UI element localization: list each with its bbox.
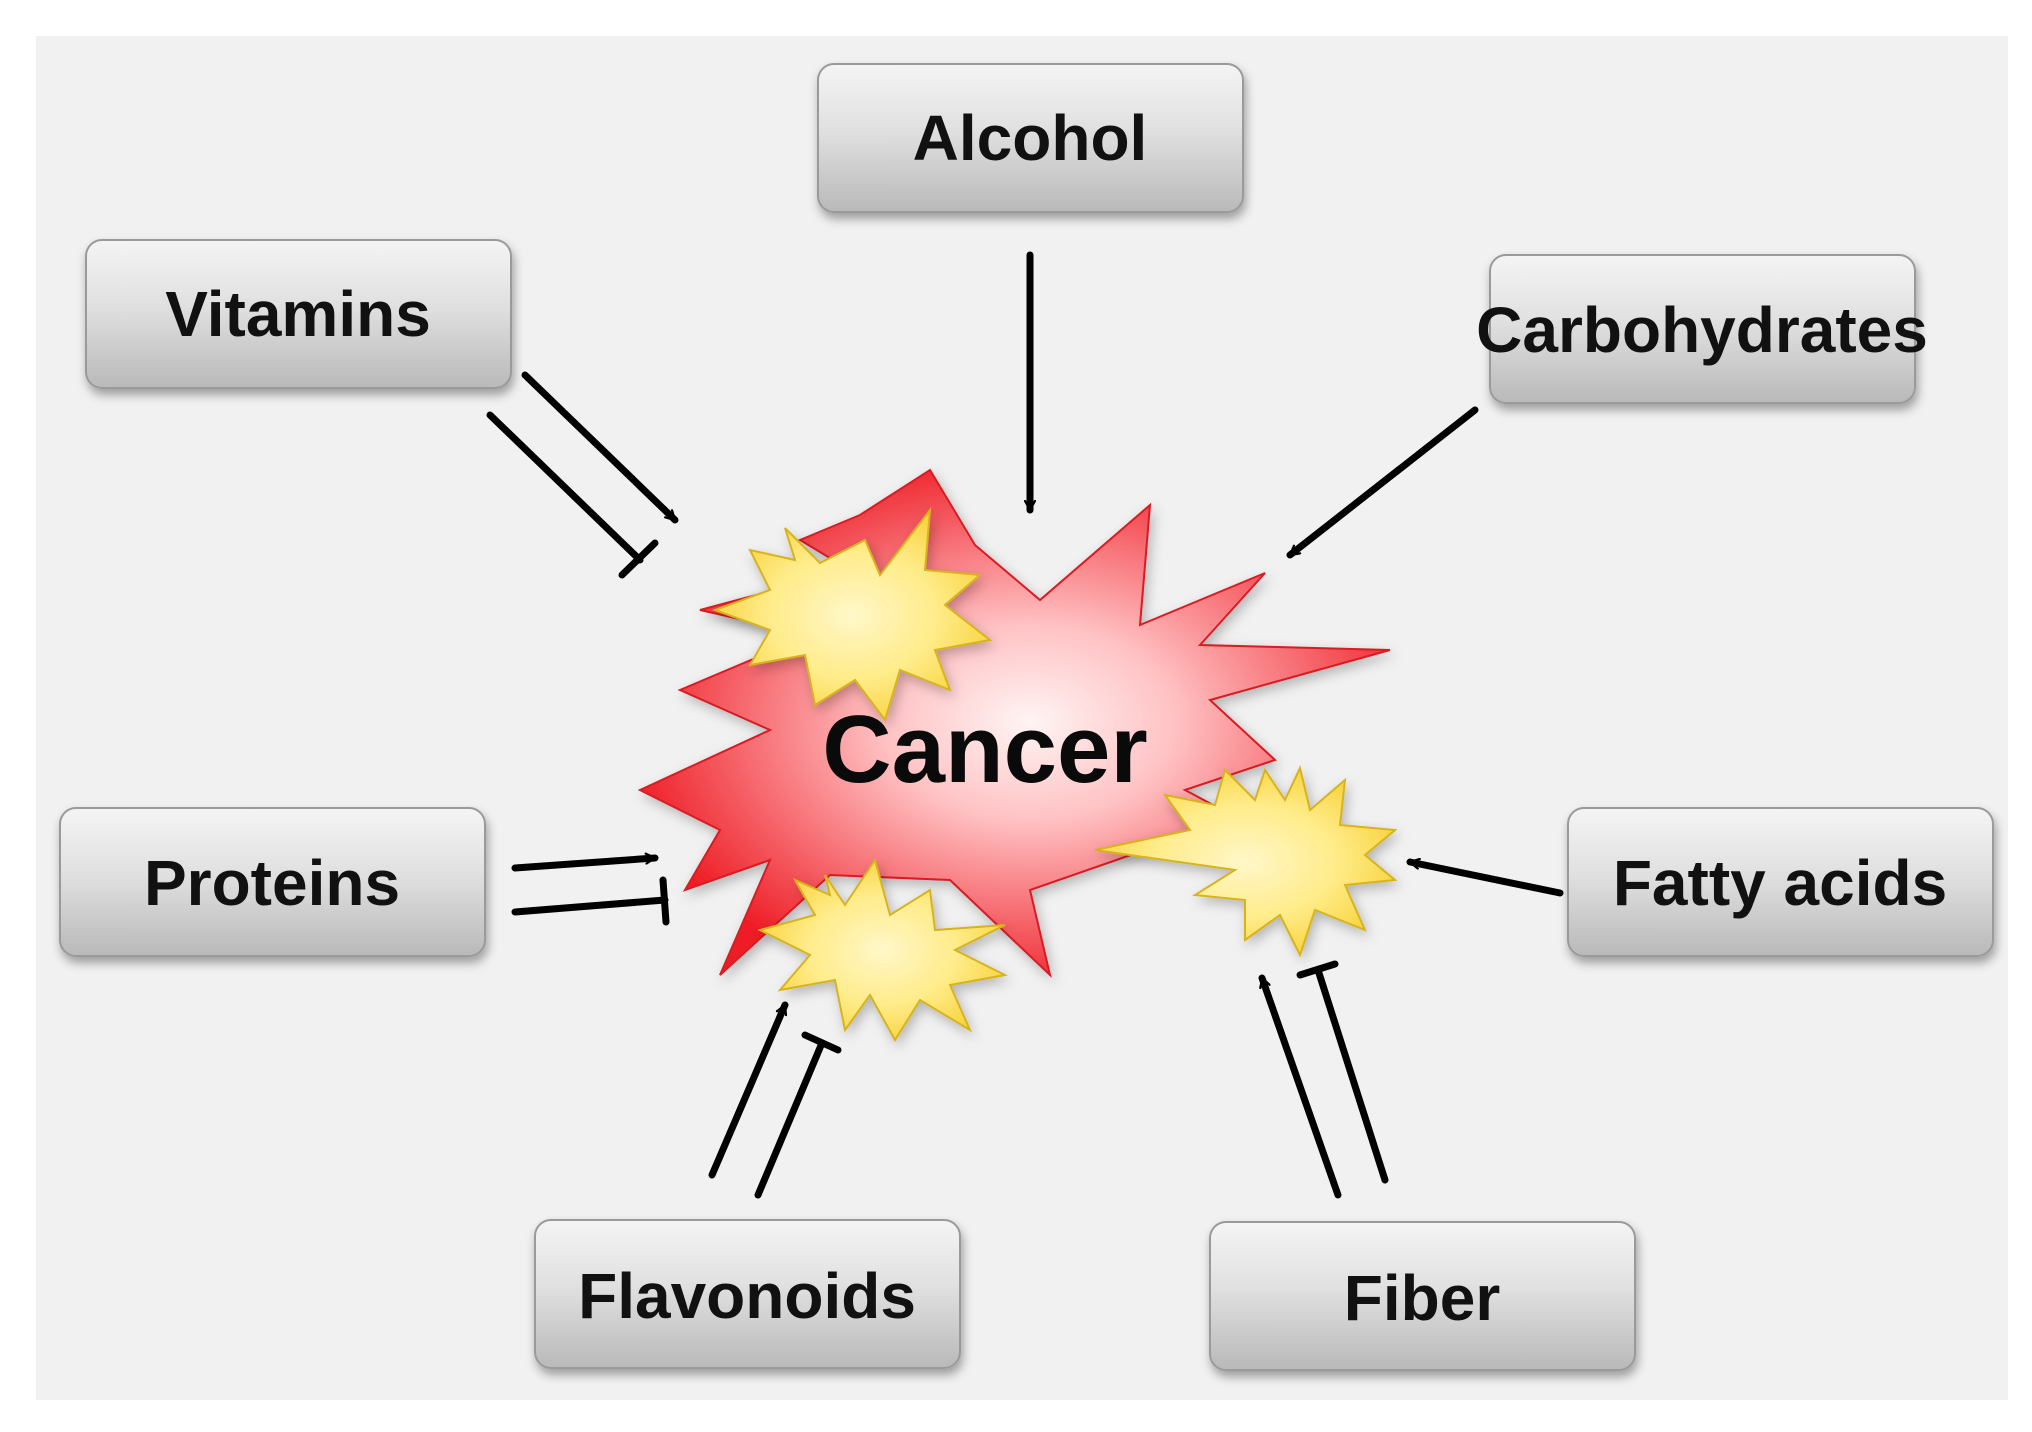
arrow-vitamins-promotes <box>521 371 679 524</box>
yellow-burst-bottom <box>757 857 1009 1042</box>
arrow-proteins-promotes <box>511 858 659 872</box>
center-label: Cancer <box>822 696 1148 803</box>
factor-box-fatty-acids: Fatty acids <box>1567 807 1994 957</box>
inhibit-bar-fiber <box>1296 960 1339 979</box>
factor-box-vitamins: Vitamins <box>85 239 512 389</box>
factor-label-fiber: Fiber <box>1344 1262 1500 1334</box>
relation-arrows <box>486 251 1564 1199</box>
factor-box-alcohol: Alcohol <box>817 63 1244 213</box>
yellow-burst-right <box>1094 764 1398 958</box>
factor-label-fatty-acids: Fatty acids <box>1613 847 1947 919</box>
arrow-flavonoids-promotes <box>708 1001 789 1179</box>
arrow-fiber-inhibits <box>1314 966 1389 1184</box>
factor-label-vitamins: Vitamins <box>165 278 431 350</box>
yellow-burst-right-shape <box>1094 764 1398 958</box>
arrow-fiber-promotes <box>1258 974 1342 1199</box>
factor-box-proteins: Proteins <box>59 807 486 957</box>
factor-label-alcohol: Alcohol <box>913 102 1148 174</box>
factor-label-proteins: Proteins <box>144 847 400 919</box>
factor-box-carbohydrates: Carbohydrates <box>1476 254 1928 404</box>
yellow-burst-top-shape <box>712 506 993 723</box>
inhibit-bar-proteins <box>659 876 670 926</box>
inhibit-bar-vitamins <box>618 539 659 579</box>
inhibit-bar-flavonoids <box>801 1031 842 1054</box>
factor-box-flavonoids: Flavonoids <box>534 1219 961 1369</box>
yellow-burst-bottom-shape <box>757 857 1009 1042</box>
arrow-fatty-acids-promotes <box>1406 862 1564 897</box>
arrow-carbohydrates-promotes <box>1286 406 1479 559</box>
factor-label-carbohydrates: Carbohydrates <box>1476 294 1928 366</box>
yellow-burst-top <box>712 506 993 723</box>
factor-box-fiber: Fiber <box>1209 1221 1636 1371</box>
arrow-proteins-inhibits <box>511 896 669 916</box>
arrow-flavonoids-inhibits <box>754 1039 826 1199</box>
factor-label-flavonoids: Flavonoids <box>578 1260 916 1332</box>
arrow-vitamins-inhibits <box>486 411 644 564</box>
